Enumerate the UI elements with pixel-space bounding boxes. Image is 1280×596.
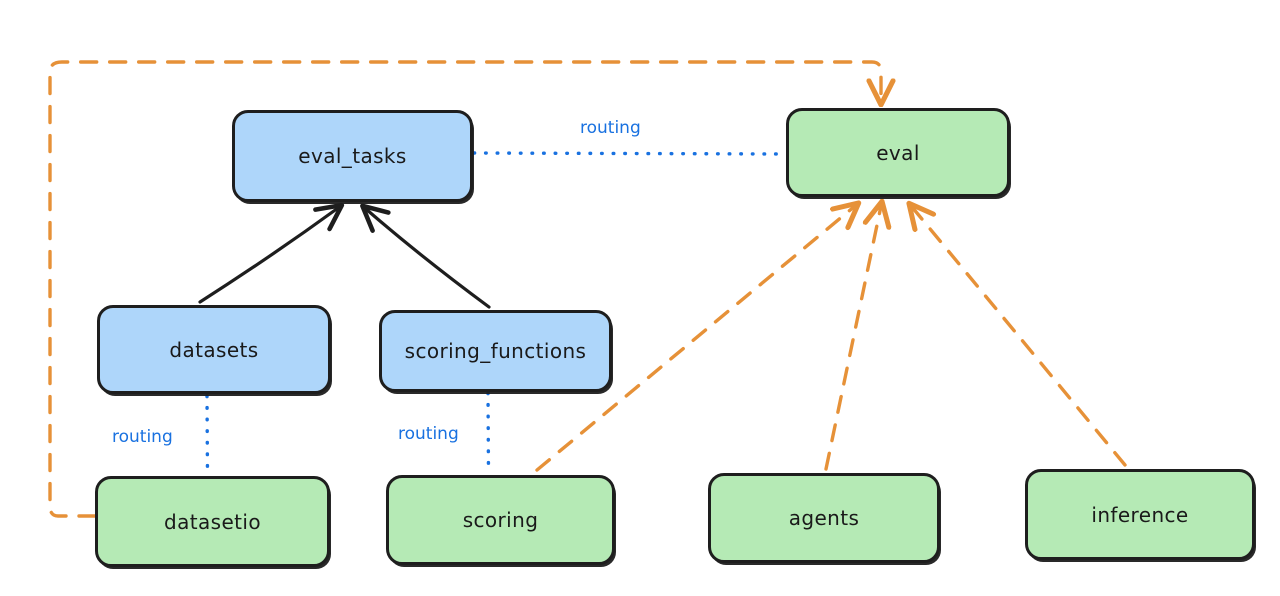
node-label: eval: [876, 140, 920, 165]
edge-scoring_functions-to-eval_tasks: [360, 203, 491, 309]
node-eval[interactable]: eval: [786, 108, 1010, 197]
edge-agents-to-eval: [824, 206, 881, 471]
edge-datasetio-to-eval: [48, 60, 881, 518]
edge-eval_tasks-to-eval: [472, 151, 786, 156]
edge-scoring-to-eval: [535, 206, 855, 472]
node-inference[interactable]: inference: [1025, 469, 1255, 560]
edge-datasets-to-datasetio: [205, 394, 210, 477]
node-label: agents: [788, 506, 860, 530]
edge-datasets-to-eval_tasks: [198, 202, 345, 304]
node-label: scoring: [462, 508, 539, 532]
node-agents[interactable]: agents: [708, 473, 940, 563]
node-scoring[interactable]: scoring: [386, 475, 615, 565]
node-eval-tasks[interactable]: eval_tasks: [232, 110, 473, 202]
node-datasetio[interactable]: datasetio: [95, 476, 330, 567]
node-label: inference: [1091, 502, 1189, 527]
node-label: eval_tasks: [298, 144, 407, 168]
edge-label-routing-datasets-datasetio: routing: [112, 427, 173, 447]
edge-label-routing-scoring-functions-scoring: routing: [398, 424, 459, 444]
edge-scoring_functions-to-scoring: [486, 391, 491, 476]
node-scoring-functions[interactable]: scoring_functions: [379, 310, 612, 392]
edge-inference-to-eval: [912, 207, 1127, 467]
node-label: scoring_functions: [404, 339, 587, 363]
edge-label-routing-eval-tasks-eval: routing: [580, 118, 641, 138]
node-label: datasetio: [163, 509, 261, 534]
node-datasets[interactable]: datasets: [97, 305, 331, 394]
node-label: datasets: [169, 337, 259, 362]
